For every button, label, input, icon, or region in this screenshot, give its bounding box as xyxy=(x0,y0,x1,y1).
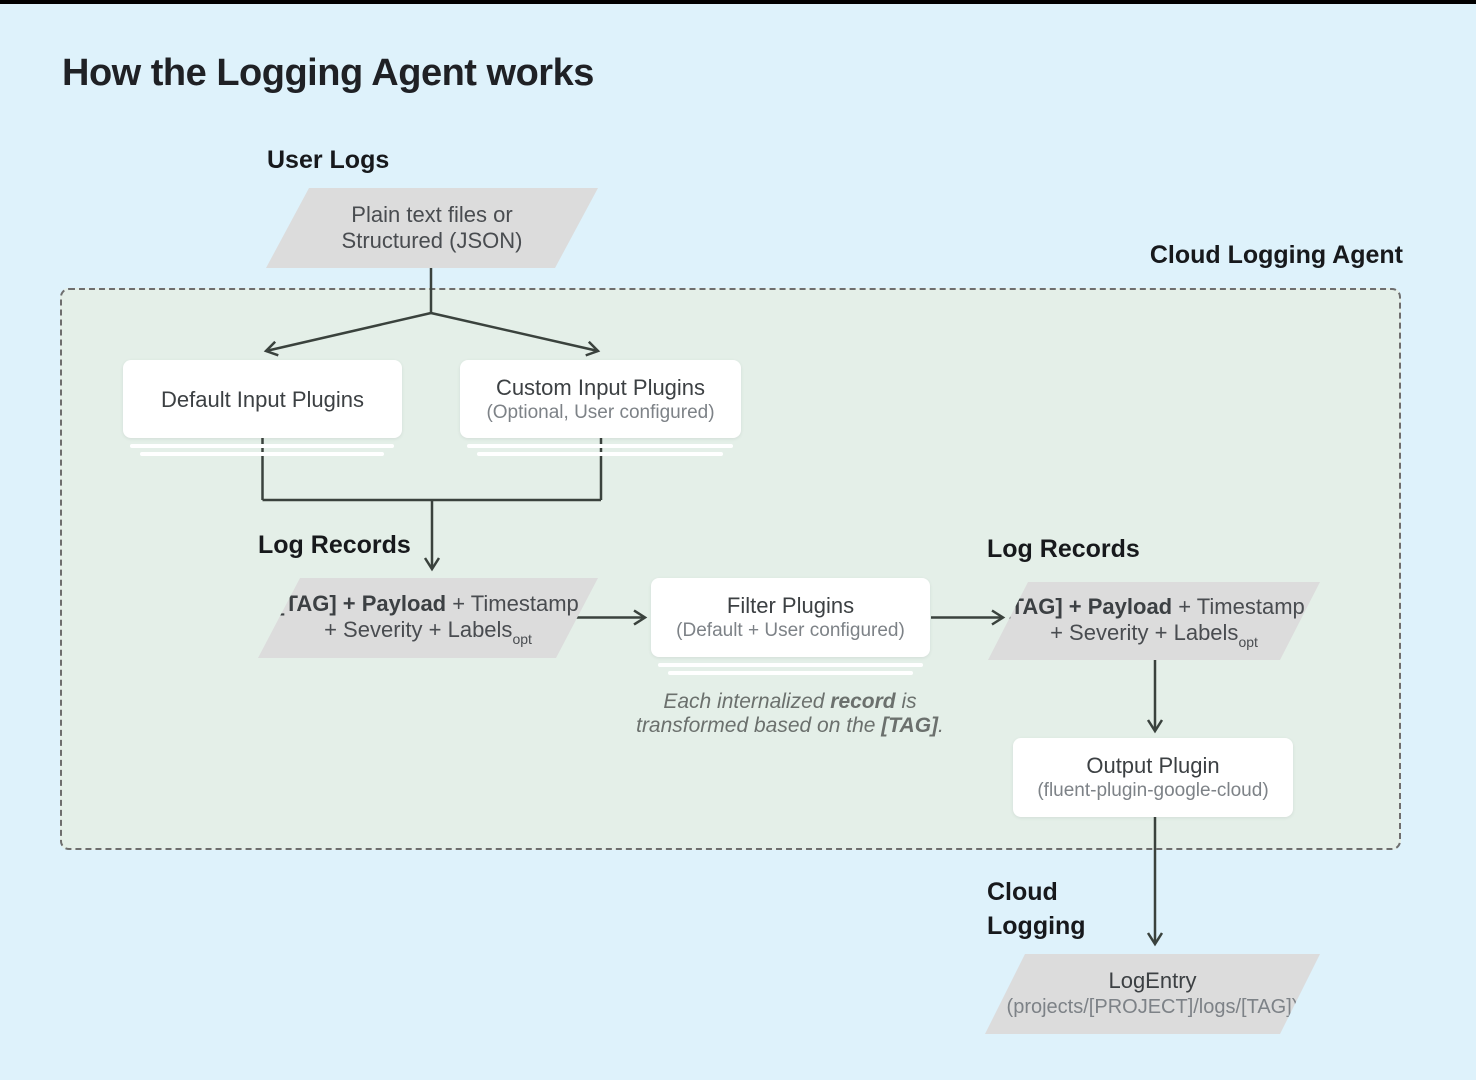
connector-to-custom-input xyxy=(430,311,601,357)
output-plugin-subtitle: (fluent-plugin-google-cloud) xyxy=(1037,780,1269,801)
note-bold-tag: [TAG] xyxy=(881,714,939,737)
log-record-right-line1: [TAG] + Payload + Timestamp xyxy=(1003,594,1305,620)
connector-to-default-input xyxy=(263,311,432,357)
cloud-logging-line2: Logging xyxy=(987,912,1086,940)
label-cloud-logging-agent: Cloud Logging Agent xyxy=(1149,241,1403,269)
stack-bar xyxy=(467,444,733,448)
log-record-left-line1: [TAG] + Payload + Timestamp xyxy=(277,591,579,617)
filter-note-line1: Each internalized record is xyxy=(630,690,950,714)
note-text: transformed based on the xyxy=(636,714,882,737)
note-text: . xyxy=(938,714,944,737)
log-record-left-line2: + Severity + Labelsopt xyxy=(324,617,532,647)
log-record-right-line2: + Severity + Labelsopt xyxy=(1050,620,1258,650)
log-record-left-rest: + Timestamp xyxy=(446,591,579,616)
stack-bar xyxy=(130,444,394,448)
log-record-right-subscript: opt xyxy=(1238,634,1258,650)
stack-bar xyxy=(668,671,913,675)
default-input-plugins-title: Default Input Plugins xyxy=(160,386,365,412)
log-entry-title: LogEntry xyxy=(1108,968,1197,993)
node-filter-plugins: Filter Plugins (Default + User configure… xyxy=(651,578,930,657)
custom-input-plugins-title: Custom Input Plugins xyxy=(495,374,706,400)
log-record-left-subscript: opt xyxy=(512,631,532,647)
note-text: Each internalized xyxy=(663,690,831,713)
stack-bar xyxy=(658,663,923,667)
label-user-logs: User Logs xyxy=(267,146,390,174)
page-title: How the Logging Agent works xyxy=(62,52,594,94)
custom-input-plugins-subtitle: (Optional, User configured) xyxy=(486,401,715,423)
user-input-line2: Structured (JSON) xyxy=(341,228,523,253)
log-record-left-line2-text: + Severity + Labels xyxy=(324,617,513,642)
log-entry-subtitle: (projects/[PROJECT]/logs/[TAG]) xyxy=(1006,996,1299,1018)
log-record-right-bold: [TAG] + Payload xyxy=(1003,594,1173,619)
node-log-entry-parallelogram: LogEntry (projects/[PROJECT]/logs/[TAG]) xyxy=(985,954,1320,1034)
log-record-left-bold: [TAG] + Payload xyxy=(277,591,447,616)
label-cloud-logging: Cloud Logging xyxy=(987,875,1086,943)
label-log-records-left: Log Records xyxy=(258,531,411,559)
cloud-logging-line1: Cloud xyxy=(987,878,1058,906)
filter-note-line2: transformed based on the [TAG]. xyxy=(630,714,950,738)
note-text: is xyxy=(895,690,917,713)
filter-plugins-title: Filter Plugins xyxy=(726,593,855,618)
node-output-plugin: Output Plugin (fluent-plugin-google-clou… xyxy=(1013,738,1293,817)
stack-bar xyxy=(477,452,723,456)
filter-note: Each internalized record is transformed … xyxy=(630,690,950,738)
label-log-records-right: Log Records xyxy=(987,535,1140,563)
node-custom-input-plugins: Custom Input Plugins (Optional, User con… xyxy=(460,360,741,438)
log-record-right-rest: + Timestamp xyxy=(1172,594,1305,619)
filter-plugins-subtitle: (Default + User configured) xyxy=(676,620,905,641)
node-user-input-parallelogram: Plain text files or Structured (JSON) xyxy=(266,188,598,268)
note-bold-record: record xyxy=(830,690,896,713)
node-log-record-right-parallelogram: [TAG] + Payload + Timestamp + Severity +… xyxy=(988,582,1320,660)
node-default-input-plugins: Default Input Plugins xyxy=(123,360,402,438)
user-input-line1: Plain text files or xyxy=(351,202,513,227)
output-plugin-title: Output Plugin xyxy=(1086,753,1220,778)
log-record-right-line2-text: + Severity + Labels xyxy=(1050,620,1239,645)
node-log-record-left-parallelogram: [TAG] + Payload + Timestamp + Severity +… xyxy=(258,578,598,658)
top-black-bar xyxy=(0,0,1476,4)
stack-bar xyxy=(140,452,384,456)
